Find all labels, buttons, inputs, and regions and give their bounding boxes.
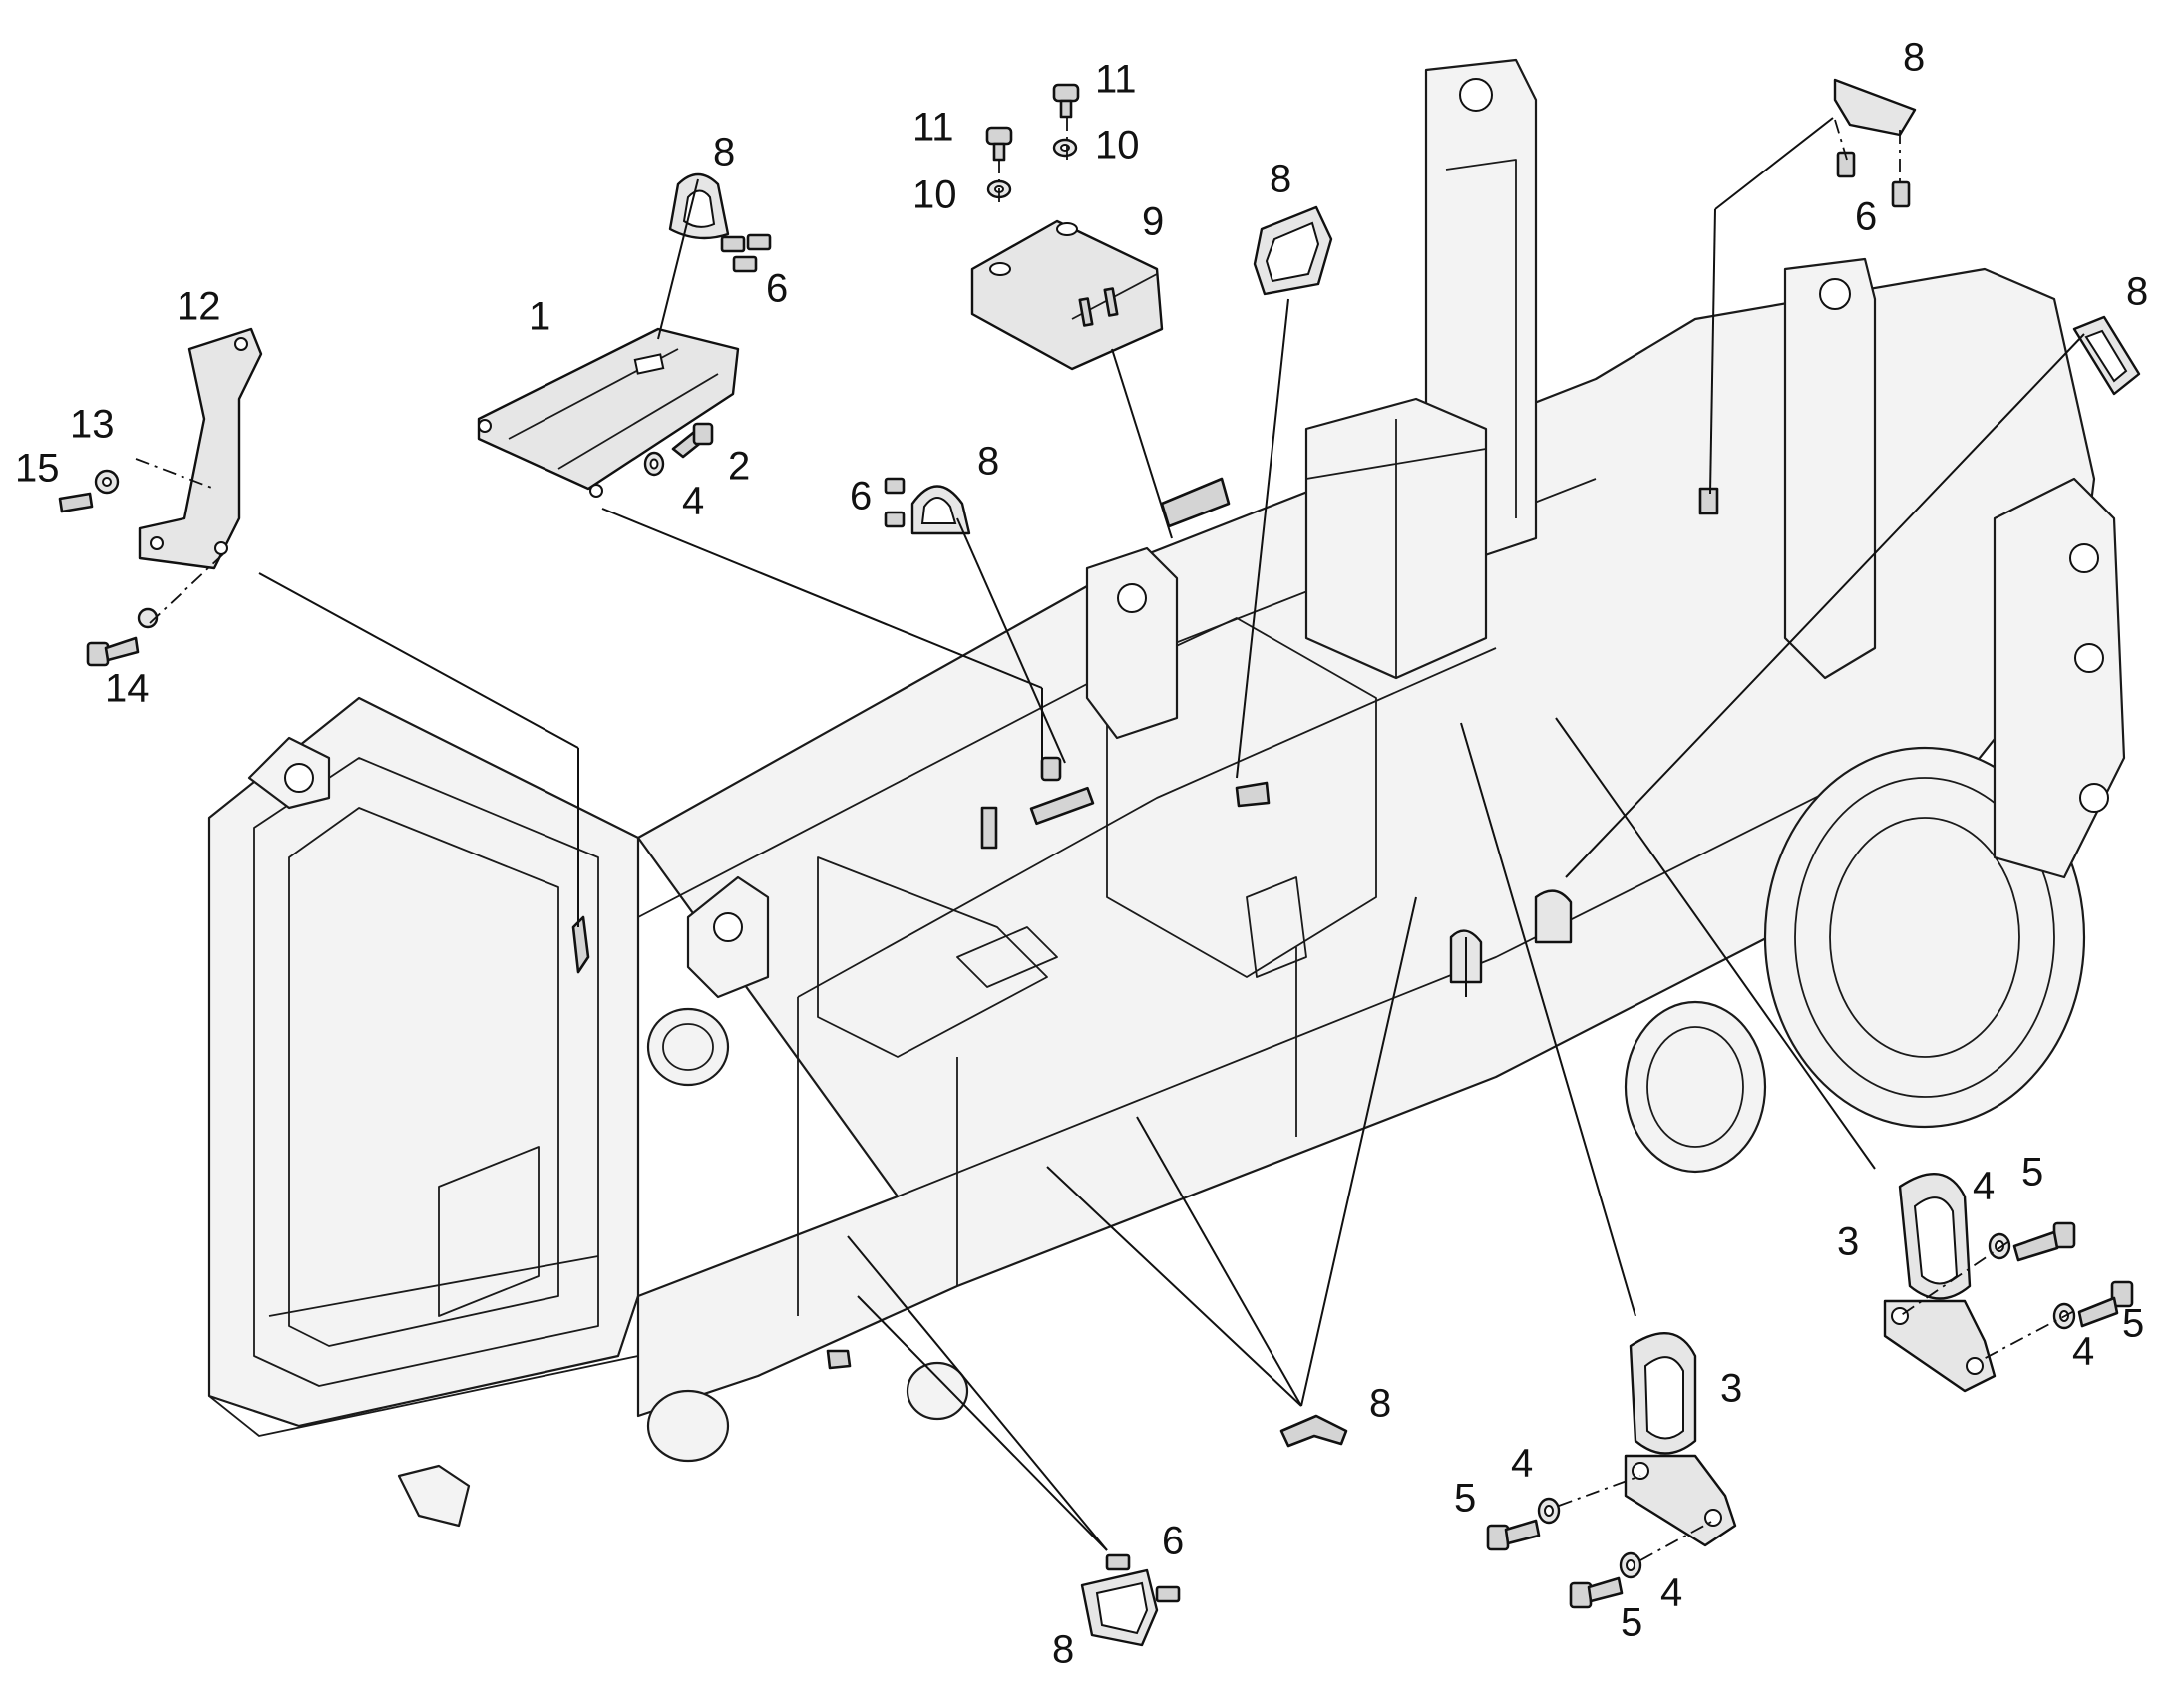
- callout-6: 6: [850, 475, 872, 518]
- callout-8: 8: [1369, 1382, 1391, 1426]
- part-4-washer-b: [1537, 1497, 1561, 1525]
- callout-6: 6: [766, 267, 788, 311]
- callout-6: 6: [1855, 195, 1877, 239]
- part-6-clip-a: [720, 233, 772, 273]
- callout-3: 3: [1720, 1367, 1742, 1411]
- callout-4: 4: [2072, 1330, 2094, 1374]
- callout-6: 6: [1162, 1520, 1184, 1563]
- part-8-edge-protector-a: [668, 172, 730, 240]
- callout-8: 8: [1903, 36, 1925, 80]
- part-6-clip-c: [1836, 151, 1911, 208]
- callout-5: 5: [1621, 1601, 1642, 1645]
- part-4-washer-c: [1619, 1551, 1642, 1579]
- centerlines: [135, 117, 2075, 1561]
- part-8-edge-protector-b: [1253, 205, 1333, 296]
- part-6-clip-b: [884, 477, 906, 528]
- part-12-bracket: [138, 327, 263, 570]
- leader-lines: [258, 117, 2085, 1551]
- callout-15: 15: [15, 447, 60, 491]
- callout-5: 5: [1454, 1477, 1476, 1521]
- callout-2: 2: [728, 445, 750, 489]
- callout-10: 10: [912, 173, 957, 217]
- part-8-edge-protector-d: [1833, 78, 1917, 137]
- part-1-cover-bracket: [477, 327, 740, 498]
- callout-12: 12: [177, 285, 221, 329]
- part-8-edge-clip: [1279, 1414, 1348, 1448]
- part-5-bolt-a: [1486, 1519, 1541, 1551]
- callout-9: 9: [1142, 200, 1164, 244]
- part-8-edge-protector-f: [1080, 1568, 1159, 1647]
- callout-4: 4: [1660, 1571, 1682, 1615]
- callout-4: 4: [1511, 1442, 1533, 1486]
- chassis-frame: [207, 58, 2126, 1528]
- callout-4: 4: [682, 480, 704, 523]
- part-14-bolt: [86, 607, 159, 667]
- part-5-bolt-d: [2077, 1280, 2134, 1328]
- part-3-lifting-eye-a: [1624, 1332, 1737, 1547]
- callout-4: 4: [1973, 1165, 1995, 1208]
- callout-8: 8: [1052, 1628, 1074, 1672]
- callout-8: 8: [977, 440, 999, 484]
- callout-3: 3: [1837, 1220, 1859, 1264]
- part-8-edge-protector-e: [2072, 315, 2141, 396]
- callout-10: 10: [1095, 124, 1140, 168]
- callout-8: 8: [713, 131, 735, 174]
- callout-5: 5: [2122, 1302, 2144, 1346]
- callout-11: 11: [1095, 58, 1137, 102]
- part-4-washer-a: [643, 451, 665, 477]
- callout-labels: 1 2 4 8 6 6 8 11 10 11 10 9 8 8 6 8 12 1…: [15, 36, 2148, 1672]
- part-11-screw-a: [985, 126, 1013, 162]
- part-6-clip-d: [1105, 1553, 1181, 1603]
- callout-8: 8: [2126, 270, 2148, 314]
- part-8-edge-protector-c: [910, 485, 971, 535]
- callout-14: 14: [105, 667, 150, 711]
- part-2-bolt: [671, 422, 714, 459]
- part-10-washer-b: [1052, 138, 1078, 158]
- part-3-lifting-eye-b: [1883, 1173, 1997, 1393]
- part-11-screw-b: [1052, 83, 1080, 119]
- callout-5: 5: [2021, 1151, 2043, 1195]
- part-15-bolt: [58, 492, 94, 513]
- callout-13: 13: [70, 403, 115, 447]
- part-13-washer: [94, 469, 120, 495]
- callout-11: 11: [912, 106, 954, 150]
- part-4-washer-d: [1988, 1232, 2011, 1260]
- part-5-bolt-c: [2012, 1221, 2076, 1262]
- callout-8: 8: [1270, 158, 1291, 201]
- part-9-bracket-plate: [970, 219, 1164, 371]
- callout-1: 1: [529, 295, 550, 339]
- part-5-bolt-b: [1569, 1576, 1624, 1609]
- installed-clips: [571, 477, 1719, 1370]
